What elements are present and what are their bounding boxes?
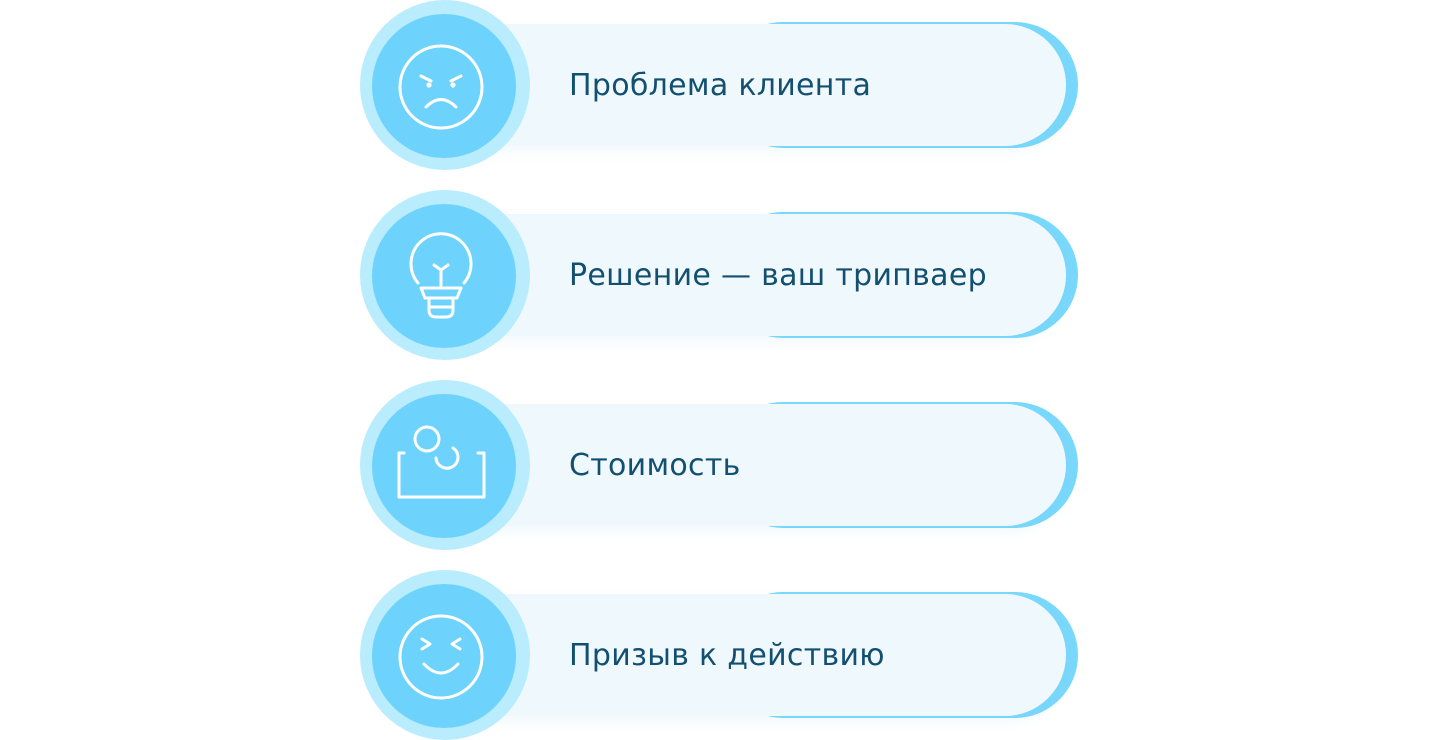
lightbulb-icon xyxy=(396,232,486,332)
angry-face-icon xyxy=(396,44,486,142)
step-label: Решение — ваш трипваер xyxy=(569,258,987,293)
icon-badge xyxy=(360,570,530,740)
step-price: Стоимость xyxy=(360,380,1080,550)
step-solution: Решение — ваш трипваер xyxy=(360,190,1080,360)
icon-badge xyxy=(360,190,530,360)
icon-badge xyxy=(360,380,530,550)
step-label: Призыв к действию xyxy=(569,638,885,673)
step-label: Проблема клиента xyxy=(569,68,872,103)
coin-wallet-icon xyxy=(396,425,486,522)
step-label: Стоимость xyxy=(569,448,741,483)
step-call-to-action: Призыв к действию xyxy=(360,570,1080,740)
happy-face-icon xyxy=(396,614,486,712)
icon-badge xyxy=(360,0,530,170)
step-problem: Проблема клиента xyxy=(360,0,1080,170)
